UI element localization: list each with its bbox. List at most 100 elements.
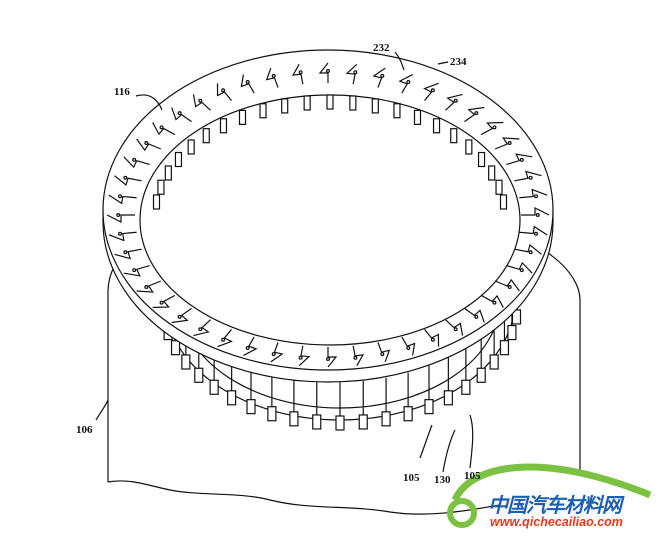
lower-tooth bbox=[489, 354, 499, 370]
ring-hole bbox=[492, 300, 497, 305]
ring-slot bbox=[243, 336, 258, 356]
ring-hole bbox=[117, 231, 122, 236]
label-105-left: 105 bbox=[403, 472, 420, 484]
ring-slot bbox=[193, 319, 211, 337]
ring-slot bbox=[291, 64, 304, 85]
ring-hole bbox=[177, 111, 182, 116]
label-234: 234 bbox=[450, 56, 467, 68]
lower-tooth bbox=[267, 406, 277, 422]
ring-hole bbox=[326, 357, 331, 362]
ring-hole bbox=[326, 68, 331, 73]
ring-hole bbox=[406, 79, 411, 84]
leader-106 bbox=[95, 399, 109, 421]
bar-tip bbox=[259, 103, 267, 119]
bar-tip bbox=[157, 179, 165, 195]
ring-hole bbox=[198, 327, 203, 332]
ring-hole bbox=[534, 194, 539, 199]
ring-hole bbox=[177, 314, 182, 319]
ring-slot bbox=[494, 137, 520, 150]
ring-hole bbox=[298, 70, 303, 75]
lower-tooth bbox=[289, 411, 299, 427]
ring-slot bbox=[377, 342, 391, 363]
ring-slot bbox=[298, 345, 311, 367]
ring-hole bbox=[519, 268, 524, 273]
ring-slot bbox=[136, 138, 162, 152]
ring-hole bbox=[271, 352, 276, 357]
lower-tooth bbox=[381, 411, 391, 427]
leader-105a bbox=[419, 424, 433, 459]
bar-tip bbox=[164, 165, 172, 181]
ring-teeth bbox=[106, 62, 550, 368]
label-232: 232 bbox=[373, 42, 390, 54]
bar-tip bbox=[477, 151, 486, 168]
bar-tip bbox=[238, 109, 247, 126]
ring-hole bbox=[406, 346, 411, 351]
watermark-url: www.qichecailiao.com bbox=[490, 515, 623, 529]
ring-hole bbox=[116, 213, 121, 218]
bar-tip bbox=[450, 128, 458, 144]
lower-tooth bbox=[507, 324, 517, 341]
leader-116 bbox=[135, 94, 163, 111]
ring-slot bbox=[108, 231, 137, 242]
bar-tip bbox=[303, 95, 311, 111]
bar-tip bbox=[499, 194, 508, 210]
lower-tooth bbox=[358, 414, 368, 430]
watermark-title: 中国汽车材料网 bbox=[488, 493, 622, 517]
ring-hole bbox=[144, 141, 149, 146]
ring-hole bbox=[380, 73, 385, 78]
ring-slot bbox=[345, 63, 358, 85]
ring-hole bbox=[430, 337, 435, 342]
ring-slot bbox=[171, 107, 192, 123]
ring-slot bbox=[372, 67, 386, 88]
ring-slot bbox=[123, 264, 150, 277]
ring-hole bbox=[123, 175, 128, 180]
ring-hole bbox=[353, 70, 358, 75]
leader-234 bbox=[437, 61, 449, 65]
bar-tip bbox=[413, 109, 422, 126]
lower-tooth bbox=[499, 340, 510, 356]
ring-hole bbox=[198, 98, 203, 103]
bar-tip bbox=[187, 139, 195, 155]
bar-tip bbox=[371, 98, 379, 114]
ring-slot bbox=[519, 225, 548, 236]
ring-hole bbox=[117, 194, 122, 199]
ring-hole bbox=[453, 327, 458, 332]
ring-slot bbox=[519, 188, 548, 199]
ring-slot bbox=[106, 214, 135, 223]
bar-tip bbox=[152, 194, 161, 210]
lower-tooth bbox=[424, 399, 434, 415]
ring-hole bbox=[221, 88, 226, 93]
ring-slot bbox=[506, 261, 533, 274]
ring-hole bbox=[474, 111, 479, 116]
ring-hole bbox=[519, 157, 524, 162]
ring-hole bbox=[534, 231, 539, 236]
ring-hole bbox=[221, 337, 226, 342]
ring-hole bbox=[245, 346, 250, 351]
ring-slot bbox=[136, 280, 162, 293]
ring-hole bbox=[159, 125, 164, 130]
label-106: 106 bbox=[76, 424, 93, 436]
ring-slot bbox=[423, 82, 439, 102]
watermark-q bbox=[447, 498, 477, 528]
ring-hole bbox=[535, 213, 540, 218]
bar-tip bbox=[174, 151, 183, 168]
ring-hole bbox=[380, 352, 385, 357]
ring-slot bbox=[480, 294, 504, 308]
ring-slot bbox=[494, 278, 520, 292]
ring-slot bbox=[270, 342, 284, 363]
leader-232 bbox=[394, 51, 405, 71]
ring-slot bbox=[480, 121, 504, 136]
bar-tip bbox=[393, 103, 401, 119]
ring-hole bbox=[132, 268, 137, 273]
ring-slot bbox=[192, 94, 211, 111]
bar-tip bbox=[326, 94, 334, 110]
label-116: 116 bbox=[114, 86, 130, 98]
bar-tip bbox=[349, 95, 357, 111]
ring-hole bbox=[132, 157, 137, 162]
bar-tip bbox=[495, 179, 503, 195]
ring-slot bbox=[514, 170, 542, 182]
ring-slot bbox=[217, 328, 233, 348]
bar-tip bbox=[465, 139, 473, 155]
ring-hole bbox=[528, 175, 533, 180]
ring-slot bbox=[424, 328, 440, 347]
